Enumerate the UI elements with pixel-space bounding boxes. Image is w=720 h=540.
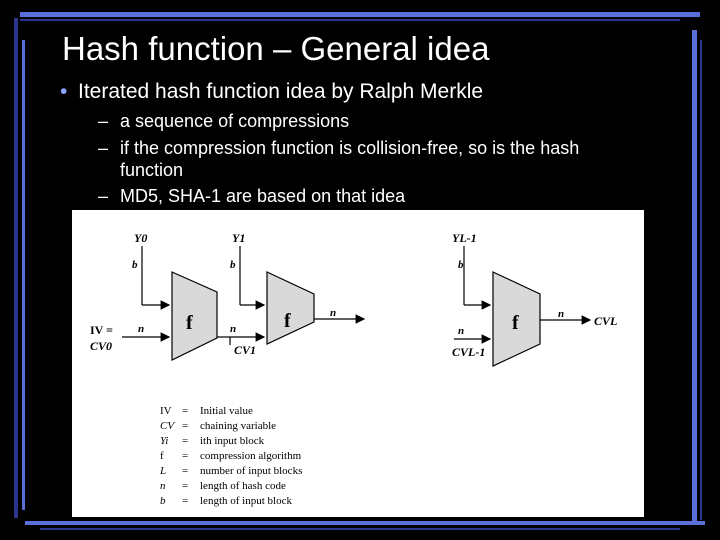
- sub-text: a sequence of compressions: [120, 111, 350, 131]
- cv-out-label: CVL: [594, 314, 617, 328]
- legend-eq: =: [182, 495, 188, 507]
- n-label: n: [138, 323, 144, 335]
- legend-desc: Initial value: [200, 405, 253, 417]
- n-label: n: [230, 323, 236, 335]
- frame-top: [20, 12, 700, 17]
- stage-1: Y0 b f IV = CV0 n: [90, 231, 230, 361]
- legend-sym: n: [160, 480, 166, 492]
- function-label: f: [512, 312, 519, 334]
- b-label: b: [230, 259, 236, 271]
- legend-eq: =: [182, 480, 188, 492]
- bullet-text: Iterated hash function idea by Ralph Mer…: [78, 80, 484, 103]
- legend-eq: =: [182, 420, 188, 432]
- legend-eq: =: [182, 435, 188, 447]
- compression-block: [171, 271, 218, 361]
- function-label: f: [284, 310, 291, 332]
- dash: –: [98, 138, 109, 158]
- sub-bullet-3: – MD5, SHA-1 are based on that idea: [98, 185, 640, 207]
- function-label: f: [186, 312, 193, 334]
- input-label: YL-1: [452, 231, 477, 245]
- cv-in-label: CVL-1: [452, 345, 485, 359]
- frame-right: [692, 30, 697, 525]
- legend-desc: chaining variable: [200, 420, 276, 432]
- legend-eq: =: [182, 465, 188, 477]
- b-label: b: [132, 259, 138, 271]
- diagram-svg: Y0 b f IV = CV0 n Y1 b f n CV1 n: [90, 231, 617, 507]
- legend-sym: CV: [160, 420, 175, 432]
- frame-left-inner: [22, 40, 25, 510]
- legend-desc: number of input blocks: [200, 465, 302, 477]
- dash: –: [98, 186, 109, 206]
- legend-sym: IV: [160, 405, 172, 417]
- frame-right-inner: [700, 40, 702, 520]
- sub-bullet-1: – a sequence of compressions: [98, 110, 640, 132]
- bullet-marker: •: [60, 80, 68, 103]
- b-label: b: [458, 259, 464, 271]
- legend-desc: compression algorithm: [200, 450, 302, 462]
- mid-n-label: n: [330, 307, 336, 319]
- legend-desc: ith input block: [200, 435, 265, 447]
- slide-title: Hash function – General idea: [62, 30, 490, 67]
- sub-text: if the compression function is collision…: [120, 138, 580, 180]
- out-n-label: n: [558, 308, 564, 320]
- compression-block: [492, 271, 541, 367]
- stage-2: Y1 b f n CV1 n: [229, 231, 366, 357]
- cv-in-label: CV0: [90, 339, 112, 353]
- input-label: Y1: [232, 231, 245, 245]
- stage-3: YL-1 b f n CVL-1 n CVL: [452, 231, 617, 367]
- legend-desc: length of input block: [200, 495, 292, 507]
- main-bullet: • Iterated hash function idea by Ralph Me…: [60, 80, 483, 104]
- n-label: n: [458, 325, 464, 337]
- legend-sym: b: [160, 495, 166, 507]
- input-label: Y0: [134, 231, 147, 245]
- legend-sym: L: [159, 465, 166, 477]
- frame-top-inner: [20, 19, 680, 21]
- iv-label: IV =: [90, 323, 113, 337]
- sub-bullet-2: – if the compression function is collisi…: [98, 137, 640, 181]
- cv-in-label: CV1: [234, 343, 256, 357]
- legend-eq: =: [182, 405, 188, 417]
- frame-left: [14, 18, 18, 518]
- dash: –: [98, 111, 109, 131]
- legend-desc: length of hash code: [200, 480, 286, 492]
- sub-text: MD5, SHA-1 are based on that idea: [120, 186, 406, 206]
- frame-bottom: [25, 521, 705, 525]
- legend: IV = Initial value CV = chaining variabl…: [159, 405, 302, 507]
- frame-bottom-inner: [40, 528, 680, 530]
- merkle-diagram: Y0 b f IV = CV0 n Y1 b f n CV1 n: [72, 210, 644, 517]
- legend-sym: f: [160, 450, 164, 462]
- legend-eq: =: [182, 450, 188, 462]
- compression-block: [266, 271, 315, 345]
- legend-sym: Yi: [160, 435, 168, 447]
